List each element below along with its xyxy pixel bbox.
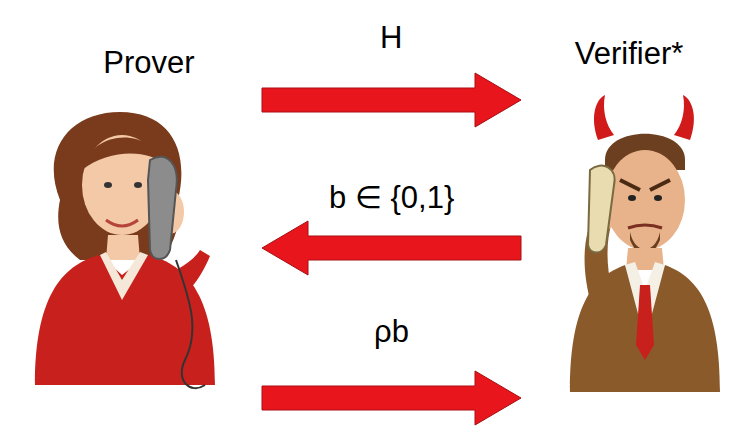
message-arrow [262,371,521,425]
person-name: Prover [40,45,258,81]
person-node: Verifier* [525,36,733,396]
message-arrow [262,73,521,127]
person-node: Prover [40,45,258,385]
verifier-figure [570,95,720,392]
prover-figure [35,112,215,388]
message-label: H [380,20,402,56]
message-label: ρb [374,314,409,350]
person-name: Verifier* [525,36,733,72]
message-label: b ∈ {0,1} [329,180,454,216]
message-arrow [262,221,521,275]
